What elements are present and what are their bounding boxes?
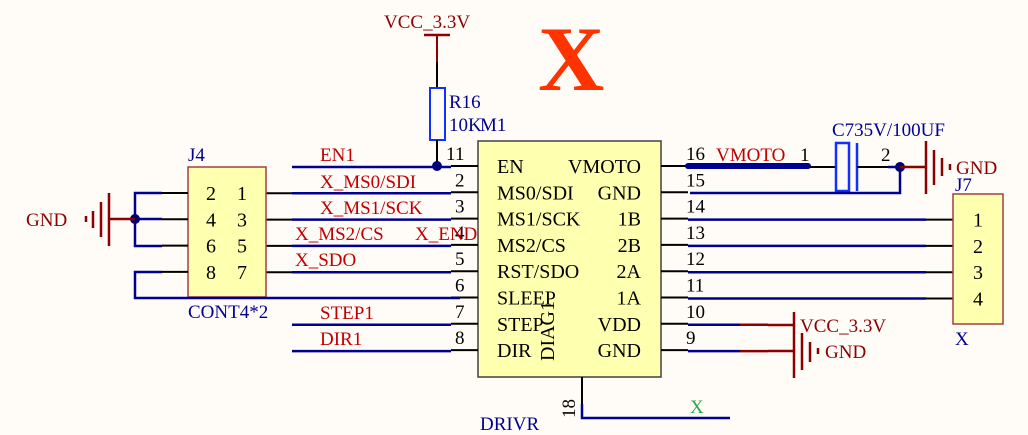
driver-left-pin-number: 5 (455, 249, 465, 270)
driver-left-pin-name: RST/SDO (497, 261, 579, 283)
net-label-step: STEP1 (320, 303, 374, 324)
j4-pin-odd: 3 (237, 209, 247, 231)
capacitor-c73[interactable] (834, 141, 851, 193)
net-label-dir: DIR1 (320, 329, 362, 350)
j4-pin-even: 2 (206, 183, 216, 205)
j4-pin-even: 8 (206, 262, 216, 284)
j4-pin-odd: 1 (237, 183, 247, 205)
diag-net-label: X (690, 397, 704, 418)
driver-right-pin-name: 1A (617, 288, 642, 310)
j4-designator: J4 (188, 145, 205, 166)
driver-left-pin-name: EN (497, 156, 524, 178)
driver-right-pin-number: 13 (686, 223, 705, 244)
vcc-right-port[interactable]: VCC_3.3V (768, 312, 886, 378)
driver-right-pin-number: 9 (686, 328, 696, 349)
driver-m1-body[interactable] (477, 140, 662, 378)
driver-right-pin-number: 14 (686, 197, 706, 218)
j7-pin-number: 4 (973, 289, 983, 311)
driver-left-pin-name: MS1/SCK (497, 209, 581, 231)
driver-right-pin-number: 12 (686, 249, 705, 270)
driver-right-pin-number: 10 (686, 302, 705, 323)
net-label-en: EN1 (320, 145, 355, 166)
j7-pin-number: 3 (973, 262, 983, 284)
diag-wire[interactable] (580, 404, 730, 420)
driver-right-pin-name: 2A (617, 261, 642, 283)
sleep-loop-wire[interactable] (133, 270, 460, 300)
j4-comment: CONT4*2 (188, 302, 268, 323)
j7-pin-number: 2 (973, 236, 983, 258)
driver-left-pin-name: SLEEP (497, 288, 556, 310)
left-net-wires (266, 165, 451, 353)
connector-j4[interactable] (187, 166, 267, 298)
right-net-wires (685, 163, 953, 353)
gnd-15-wire[interactable] (690, 167, 902, 195)
m1-designator: M1 (480, 115, 506, 136)
driver-left-pin-name: MS0/SDI (497, 182, 574, 204)
vcc-top-label: VCC_3.3V (384, 12, 470, 33)
gnd-cap-port[interactable]: GND (900, 141, 997, 194)
driver-right-pin-number: 11 (686, 276, 704, 297)
driver-right-pin-name: VDD (598, 314, 641, 336)
j7-designator: J7 (955, 175, 972, 196)
j4-pin-odd: 5 (237, 236, 247, 258)
driver-right-pin-name: GND (598, 182, 641, 204)
driver-right-pin-name: GND (598, 340, 641, 362)
driver-left-pin-name: DIR (497, 340, 532, 362)
driver-comment: DRIVR (480, 414, 539, 435)
diag-pin-number: 18 (559, 399, 580, 418)
cap-pin1: 1 (800, 145, 810, 166)
driver-left-pin-number: 6 (455, 276, 465, 297)
driver-left-pin-number: 7 (455, 302, 465, 323)
net-label-sdo: X_SDO (295, 250, 356, 271)
net-label-ms0: X_MS0/SDI (320, 172, 416, 193)
diag-pin-name: DIAG1 (537, 301, 559, 361)
driver-right-pin-number: 16 (686, 144, 705, 165)
driver-left-pin-name: MS2/CS (497, 235, 566, 257)
connector-j7[interactable] (952, 193, 1004, 325)
gnd-right-port[interactable]: GND (768, 333, 866, 370)
r16-value: 10K (449, 115, 482, 136)
r16-designator: R16 (449, 92, 481, 113)
j4-pin-even: 4 (206, 209, 216, 231)
driver-right-pin-name: 1B (618, 209, 641, 231)
gnd-right-label: GND (825, 342, 866, 363)
driver-left-pin-number: 8 (455, 328, 465, 349)
gnd-cap-label: GND (956, 158, 997, 179)
gnd-left-label: GND (26, 210, 67, 231)
j4-pin-even: 6 (206, 236, 216, 258)
driver-left-pin-name: STEP (497, 314, 544, 336)
driver-left-pin-number: 2 (455, 170, 465, 191)
driver-left-pin-number: 4 (455, 223, 465, 244)
gnd-left-port[interactable]: GND (26, 193, 135, 246)
driver-left-pin-number: 3 (455, 197, 465, 218)
net-label-ms2: X_MS2/CS (295, 224, 384, 245)
driver-left-pin-number: 1 (455, 144, 465, 165)
j7-pins: 1 2 3 4 (973, 210, 983, 311)
r16-pin: 1 (446, 144, 456, 165)
vcc-right-label: VCC_3.3V (800, 316, 886, 337)
resistor-r16[interactable] (429, 87, 446, 141)
j7-comment: X (955, 329, 969, 350)
cap-pin2: 2 (881, 145, 891, 166)
driver-right-pin-name: VMOTO (568, 156, 641, 178)
j4-pin-odd: 7 (237, 262, 247, 284)
vcc-top-port[interactable]: VCC_3.3V (384, 12, 470, 62)
driver-right-pin-name: 2B (618, 235, 641, 257)
capacitor-label: C735V/100UF (832, 120, 945, 141)
net-label-ms1: X_MS1/SCK (320, 198, 423, 219)
j7-pin-number: 1 (973, 210, 983, 232)
net-label-ms2-overlap: X_END (415, 224, 477, 245)
net-label-vmoto: VMOTO (716, 145, 785, 166)
title-mark: X (538, 8, 604, 110)
driver-right-pin-number: 15 (686, 170, 705, 191)
